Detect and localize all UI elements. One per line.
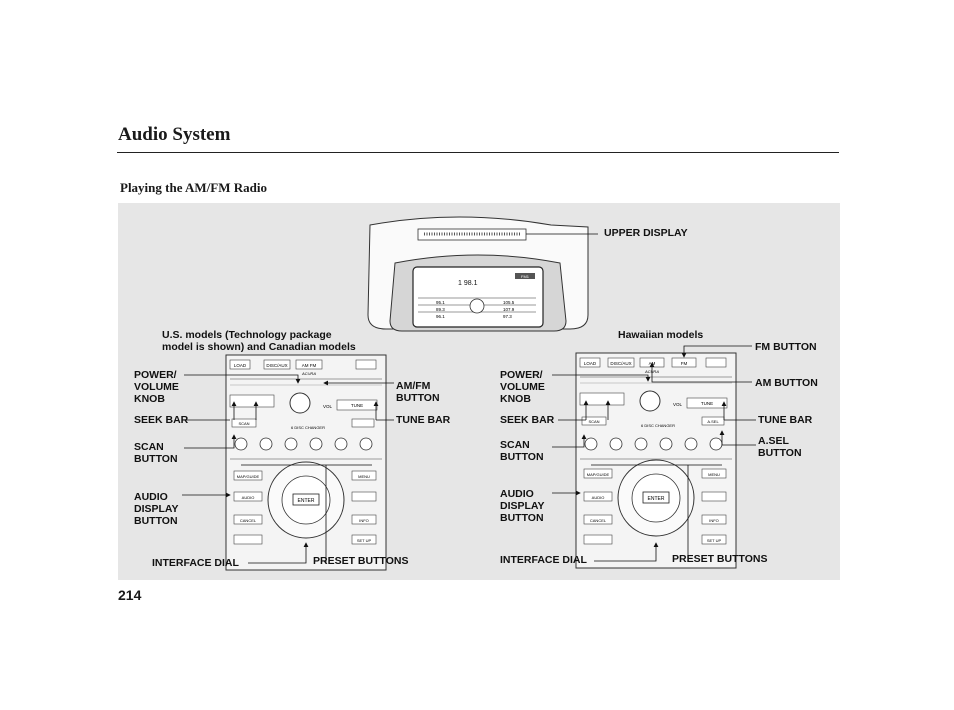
tune-label: TUNE: [701, 401, 713, 406]
page-number: 214: [118, 587, 142, 603]
left-seek-bar-label: SEEK BAR: [134, 414, 189, 426]
info-label: INFO: [359, 518, 369, 523]
left-interface-dial-label: INTERFACE DIAL: [152, 557, 239, 569]
right-audio-display-button-label: AUDIO DISPLAY BUTTON: [500, 488, 545, 524]
cancel-label: CANCEL: [240, 518, 257, 523]
upper-display-label: UPPER DISPLAY: [604, 227, 688, 239]
right-preset-buttons-label: PRESET BUTTONS: [672, 553, 768, 565]
scan-label: SCAN: [588, 419, 599, 424]
load-label: LOAD: [234, 363, 247, 368]
section-title: Playing the AM/FM Radio: [120, 180, 267, 195]
radio-illustration: FM1 1 98.1 95.1 89.3 96.1 105.5 107.9 97…: [118, 203, 840, 580]
asel-button-label: A.SEL BUTTON: [758, 435, 802, 459]
brand-label: ACURA: [301, 371, 316, 376]
audio-label: AUDIO: [592, 495, 605, 500]
right-seek-bar-label: SEEK BAR: [500, 414, 555, 426]
cancel-label: CANCEL: [590, 518, 607, 523]
fm-label: FM: [681, 361, 688, 366]
disc-aux-label: DISC/AUX: [610, 361, 631, 366]
am-button-label: AM BUTTON: [755, 377, 818, 389]
menu-label: MENU: [708, 472, 720, 477]
display-preset-5: 107.9: [503, 307, 515, 312]
page-title: Audio System: [118, 124, 231, 145]
left-tune-bar-label: TUNE BAR: [396, 414, 451, 426]
am-fm-button-label: AM/FM BUTTON: [396, 380, 440, 404]
info-label: INFO: [709, 518, 719, 523]
left-preset-buttons-label: PRESET BUTTONS: [313, 555, 409, 567]
enter-label: ENTER: [298, 498, 315, 504]
map-guide-label: MAP/GUIDE: [237, 474, 260, 479]
display-preset-6: 97.3: [503, 314, 512, 319]
map-guide-label: MAP/GUIDE: [587, 472, 610, 477]
right-tune-bar-label: TUNE BAR: [758, 414, 813, 426]
preset-buttons: [234, 437, 373, 451]
setup-label: SET UP: [707, 538, 722, 543]
preset-buttons: [584, 437, 723, 451]
asel-label: A.SEL: [707, 419, 719, 424]
left-scan-button-label: SCAN BUTTON: [134, 441, 178, 465]
load-label: LOAD: [584, 361, 597, 366]
tune-label: TUNE: [351, 403, 363, 408]
left-panel-caption: U.S. models (Technology package model is…: [162, 329, 356, 353]
enter-label: ENTER: [648, 496, 665, 502]
display-band: FM1: [521, 274, 530, 279]
changer-label: 6 DISC CHANGER: [641, 423, 675, 428]
left-audio-display-button-label: AUDIO DISPLAY BUTTON: [134, 491, 179, 527]
menu-label: MENU: [358, 474, 370, 479]
display-preset-1: 95.1: [436, 300, 445, 305]
left-audio-panel: LOAD DISC/AUX AM FM ACURA VOL TUNE SCAN …: [225, 354, 387, 571]
right-callouts: [552, 345, 756, 562]
vol-label: VOL: [323, 404, 333, 409]
changer-label: 6 DISC CHANGER: [291, 425, 325, 430]
right-power-volume-knob-label: POWER/ VOLUME KNOB: [500, 369, 545, 405]
scan-label: SCAN: [238, 421, 249, 426]
fm-button-label: FM BUTTON: [755, 341, 817, 353]
disc-aux-label: DISC/AUX: [266, 363, 287, 368]
title-divider: [117, 152, 839, 153]
display-preset-3: 96.1: [436, 314, 445, 319]
display-preset-2: 89.3: [436, 307, 445, 312]
display-preset-4: 105.5: [503, 300, 515, 305]
display-frequency: 1 98.1: [458, 280, 478, 287]
left-callouts: [182, 374, 394, 564]
right-panel-caption: Hawaiian models: [618, 329, 704, 341]
vol-label: VOL: [673, 402, 683, 407]
am-fm-label: AM FM: [302, 363, 317, 368]
right-interface-dial-label: INTERFACE DIAL: [500, 554, 587, 566]
audio-label: AUDIO: [242, 495, 255, 500]
setup-label: SET UP: [357, 538, 372, 543]
right-audio-panel: LOAD DISC/AUX AM FM ACURA VOL TUNE SCAN …: [575, 352, 737, 569]
right-scan-button-label: SCAN BUTTON: [500, 439, 544, 463]
left-power-volume-knob-label: POWER/ VOLUME KNOB: [134, 369, 179, 405]
upper-display-unit: FM1 1 98.1 95.1 89.3 96.1 105.5 107.9 97…: [367, 216, 598, 332]
